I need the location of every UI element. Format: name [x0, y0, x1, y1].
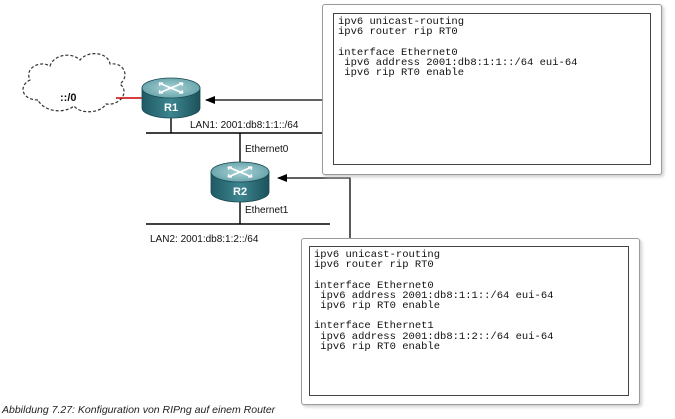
figure-caption: Abbildung 7.27: Konfiguration von RIPng … — [2, 404, 276, 416]
router-r1-label: R1 — [164, 102, 178, 114]
config-line: ipv6 address 2001:db8:1:2::/64 eui-64 — [314, 330, 554, 343]
config-line: ipv6 unicast-routing — [314, 249, 441, 261]
ethernet0-label: Ethernet0 — [245, 144, 289, 155]
config-line: ipv6 address 2001:db8:1:1::/64 eui-64 — [338, 56, 578, 69]
config-line: interface Ethernet0 — [314, 279, 434, 292]
config-line: interface Ethernet0 — [338, 46, 458, 59]
config-line: ipv6 router rip RT0 — [338, 26, 458, 39]
cloud-label: ::/0 — [60, 92, 77, 104]
config-line: interface Ethernet1 — [314, 320, 434, 333]
lan1-label: LAN1: 2001:db8:1:1::/64 — [190, 120, 299, 131]
router-r1-icon — [141, 77, 201, 119]
config-line: ipv6 address 2001:db8:1:1::/64 eui-64 — [314, 289, 554, 302]
config-line: ipv6 rip RT0 enable — [314, 299, 441, 312]
config-line: ipv6 unicast-routing — [338, 16, 465, 28]
config-line: ipv6 rip RT0 enable — [314, 340, 441, 353]
cloud-icon — [22, 53, 126, 113]
ethernet1-label: Ethernet1 — [245, 205, 289, 216]
config-line: ipv6 router rip RT0 — [314, 259, 434, 272]
config-r2-arrow — [277, 174, 351, 238]
lan2-label: LAN2: 2001:db8:1:2::/64 — [150, 234, 259, 245]
config-panel-r2: ipv6 unicast-routing ipv6 router rip RT0… — [301, 238, 640, 405]
router-r2-icon — [210, 161, 270, 203]
config-text-area-r1: ipv6 unicast-routing ipv6 router rip RT0… — [333, 13, 651, 165]
config-text-area-r2: ipv6 unicast-routing ipv6 router rip RT0… — [309, 246, 629, 396]
router-r2-label: R2 — [233, 186, 247, 198]
config-line: ipv6 rip RT0 enable — [338, 66, 465, 79]
config-panel-r1: ipv6 unicast-routing ipv6 router rip RT0… — [322, 4, 662, 175]
